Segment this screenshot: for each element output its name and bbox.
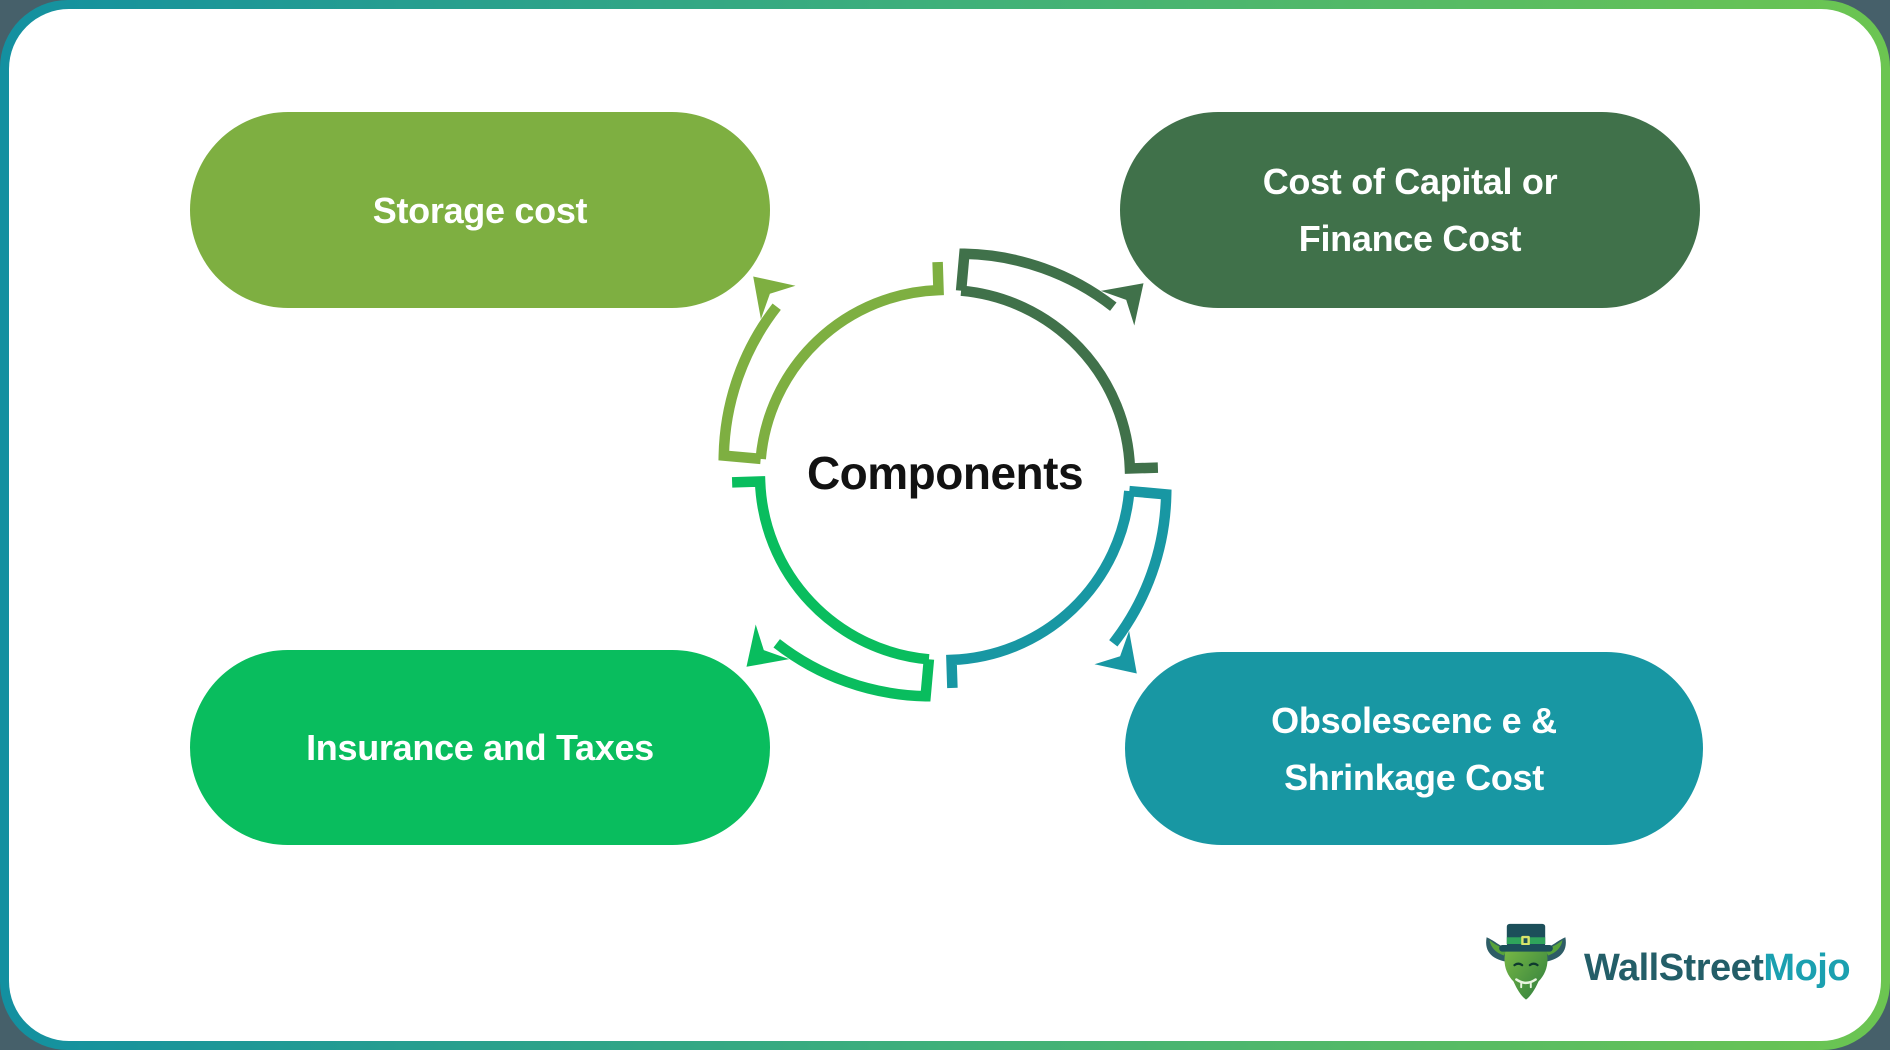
pill-insurance-and-taxes: Insurance and Taxes (190, 650, 770, 845)
brand-text: WallStreetMojo (1584, 946, 1851, 990)
cycle-arrow-bottom-left (731, 476, 935, 702)
arrowhead-bottom-right (1094, 630, 1137, 674)
diagram-title: Components (806, 447, 1084, 499)
brand-first: WallStreet (1584, 946, 1764, 989)
arrowhead-top-left (753, 276, 796, 320)
top-hat-icon (1499, 923, 1553, 952)
pill-cost-of-capital-label-line2: Finance Cost (1298, 218, 1522, 259)
pill-insurance-and-taxes-label: Insurance and Taxes (306, 727, 654, 768)
pill-cost-of-capital-label-line1: Cost of Capital or (1262, 161, 1558, 202)
cycle-arrow-top-left (718, 261, 944, 465)
wallstreetmojo-logo: WallStreetMojo (1478, 918, 1858, 1018)
bull-mascot-icon (1486, 923, 1566, 1000)
pill-storage-cost-label: Storage cost (372, 189, 588, 231)
cycle-arrow-bottom-right (946, 485, 1172, 689)
pill-obsolescence-shrinkage-label-line2: Shrinkage Cost (1284, 756, 1544, 798)
pill-cost-of-capital: Cost of Capital or Finance Cost (1120, 112, 1700, 308)
cycle-arrow-top-right (955, 248, 1159, 474)
arrowhead-top-right (1100, 283, 1144, 326)
pill-storage-cost: Storage cost (190, 112, 770, 308)
brand-second: Mojo (1763, 946, 1851, 989)
pill-obsolescence-shrinkage-label-line1: Obsolescenc e & (1271, 699, 1557, 741)
pill-obsolescence-shrinkage: Obsolescenc e & Shrinkage Cost (1125, 652, 1703, 845)
cycle-arrows-diagram (718, 248, 1172, 702)
arrowhead-bottom-left (746, 624, 790, 667)
